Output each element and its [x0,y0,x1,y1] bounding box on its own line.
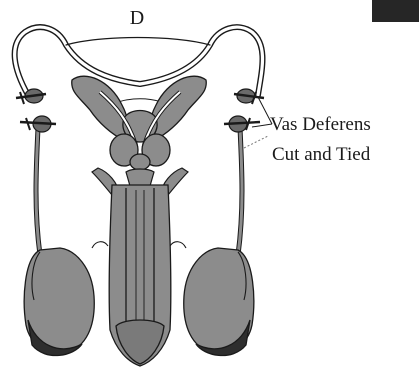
label-d: D [130,7,144,29]
left-upper-tie [16,89,46,104]
right-vas-deferens-lower [238,128,242,255]
left-spermatic-hook [92,242,108,248]
label-cut-and-tied: Cut and Tied [272,144,371,165]
right-seminal-vesicle [150,76,207,140]
label-vas-deferens: Vas Deferens [270,114,371,135]
left-vas-deferens-lower [36,128,40,255]
vas-deferens-ducts [15,27,263,110]
right-lower-tie [224,116,260,132]
left-testis [24,248,94,356]
right-testis [184,248,254,356]
right-spermatic-hook [170,242,186,248]
corner-block [372,0,419,22]
penis-shaft [109,185,171,366]
left-seminal-vesicle [72,76,129,140]
left-lower-tie [20,116,56,132]
